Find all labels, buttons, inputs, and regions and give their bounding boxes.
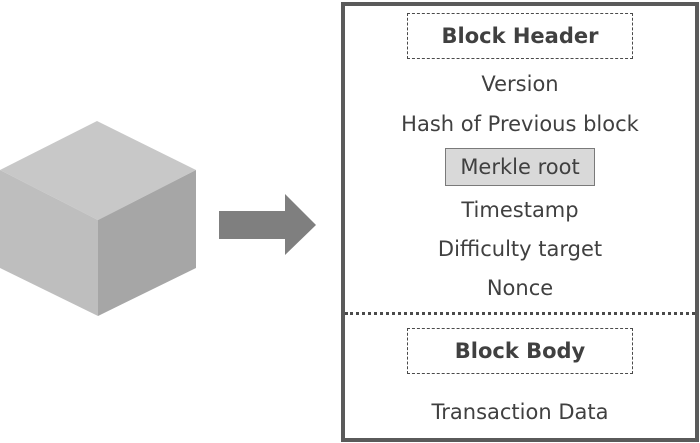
field-difficulty-target: Difficulty target xyxy=(437,237,603,261)
field-merkle-root: Merkle root xyxy=(445,148,595,186)
field-previous-block-hash: Hash of Previous block xyxy=(401,112,639,136)
field-timestamp: Timestamp xyxy=(461,198,579,222)
header-body-divider xyxy=(345,312,695,315)
right-arrow-icon xyxy=(219,194,317,256)
cube-left-face xyxy=(0,170,98,316)
block-structure-panel: Block Header Version Hash of Previous bl… xyxy=(341,2,699,442)
field-version: Version xyxy=(481,72,559,96)
cube-top-face xyxy=(0,121,196,220)
block-header-title: Block Header xyxy=(407,13,633,59)
block-body-title: Block Body xyxy=(407,328,633,374)
field-nonce: Nonce xyxy=(486,276,554,300)
cube-right-face xyxy=(98,170,196,316)
field-transaction-data: Transaction Data xyxy=(431,400,609,424)
block-cube-icon xyxy=(0,118,198,318)
